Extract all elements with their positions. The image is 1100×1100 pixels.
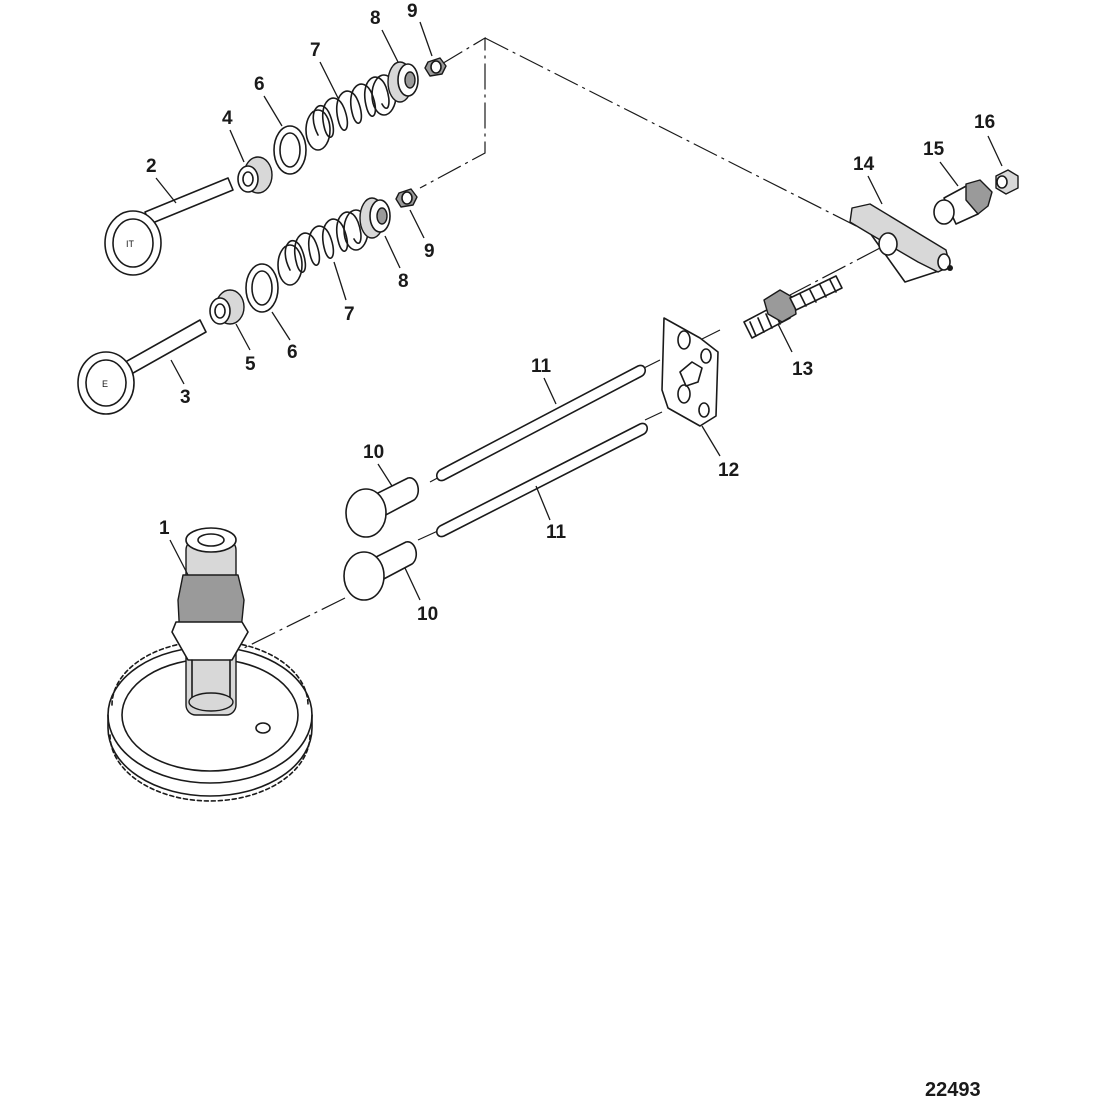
callout-label: 11 — [546, 522, 567, 543]
camshaft-gear-part — [107, 527, 313, 802]
callout-label: 1 — [159, 518, 170, 539]
callout-14: 14 — [853, 154, 883, 205]
callout-9: 9 — [409, 209, 435, 262]
guide-plate-part — [661, 317, 719, 427]
figure-number: 22493 — [925, 1079, 981, 1100]
callout-5: 5 — [235, 323, 256, 375]
callout-label: 6 — [287, 342, 298, 363]
callout-9: 9 — [407, 1, 433, 57]
callout-8: 8 — [370, 8, 399, 63]
intake-valve-part: IT — [104, 177, 234, 276]
callout-label: 9 — [407, 1, 418, 22]
callout-13: 13 — [777, 323, 813, 380]
callout-label: 10 — [363, 442, 384, 463]
callout-16: 16 — [974, 112, 1003, 167]
callout-label: 8 — [370, 8, 381, 29]
callout-label: 11 — [531, 356, 552, 377]
callout-label: 6 — [254, 74, 265, 95]
callout-15: 15 — [923, 139, 959, 187]
valve-seal-part — [209, 289, 245, 325]
callout-label: 10 — [417, 604, 438, 625]
valve-spring-part — [305, 74, 397, 151]
callout-label: 7 — [310, 40, 321, 61]
rocker-stud-part — [743, 275, 843, 339]
valve-stamp-intake: IT — [126, 239, 135, 249]
callout-10: 10 — [363, 442, 393, 487]
valve-stamp-exhaust: E — [102, 379, 108, 389]
callout-12: 12 — [701, 425, 739, 481]
spring-retainer-part — [387, 61, 419, 103]
valve-spring-part — [277, 209, 369, 286]
callout-11: 11 — [531, 356, 557, 405]
callout-4: 4 — [222, 108, 245, 163]
washer-part — [273, 125, 307, 175]
callout-2: 2 — [146, 156, 177, 204]
callout-1: 1 — [159, 518, 189, 576]
callout-label: 15 — [923, 139, 945, 160]
exhaust-valve-part: E — [77, 319, 207, 415]
rocker-arm-part — [849, 203, 953, 273]
valve-keeper-part — [395, 188, 418, 208]
callout-label: 2 — [146, 156, 157, 177]
callout-3: 3 — [170, 359, 191, 408]
tappet-part — [345, 477, 420, 538]
push-rod-part — [435, 364, 647, 482]
callout-label: 4 — [222, 108, 233, 129]
rocker-pivot-part — [933, 179, 993, 225]
callout-label: 13 — [792, 359, 813, 380]
callout-6: 6 — [271, 311, 298, 363]
tappet-part — [343, 541, 418, 601]
callout-label: 9 — [424, 241, 435, 262]
callout-10: 10 — [404, 567, 438, 625]
callout-7: 7 — [333, 261, 355, 325]
valve-seal-part — [237, 156, 273, 194]
callout-label: 16 — [974, 112, 995, 133]
callout-7: 7 — [310, 40, 339, 99]
push-rod-part — [435, 422, 649, 538]
callout-8: 8 — [384, 235, 409, 292]
callout-11: 11 — [535, 485, 567, 543]
spring-retainer-part — [359, 197, 391, 239]
washer-part — [245, 263, 279, 313]
nut-part — [995, 169, 1019, 195]
callout-label: 12 — [718, 460, 739, 481]
valve-keeper-part — [424, 57, 447, 77]
callout-label: 3 — [180, 387, 191, 408]
callout-6: 6 — [254, 74, 283, 127]
callout-label: 5 — [245, 354, 256, 375]
callout-label: 14 — [853, 154, 875, 175]
callout-label: 8 — [398, 271, 409, 292]
callout-label: 7 — [344, 304, 355, 325]
